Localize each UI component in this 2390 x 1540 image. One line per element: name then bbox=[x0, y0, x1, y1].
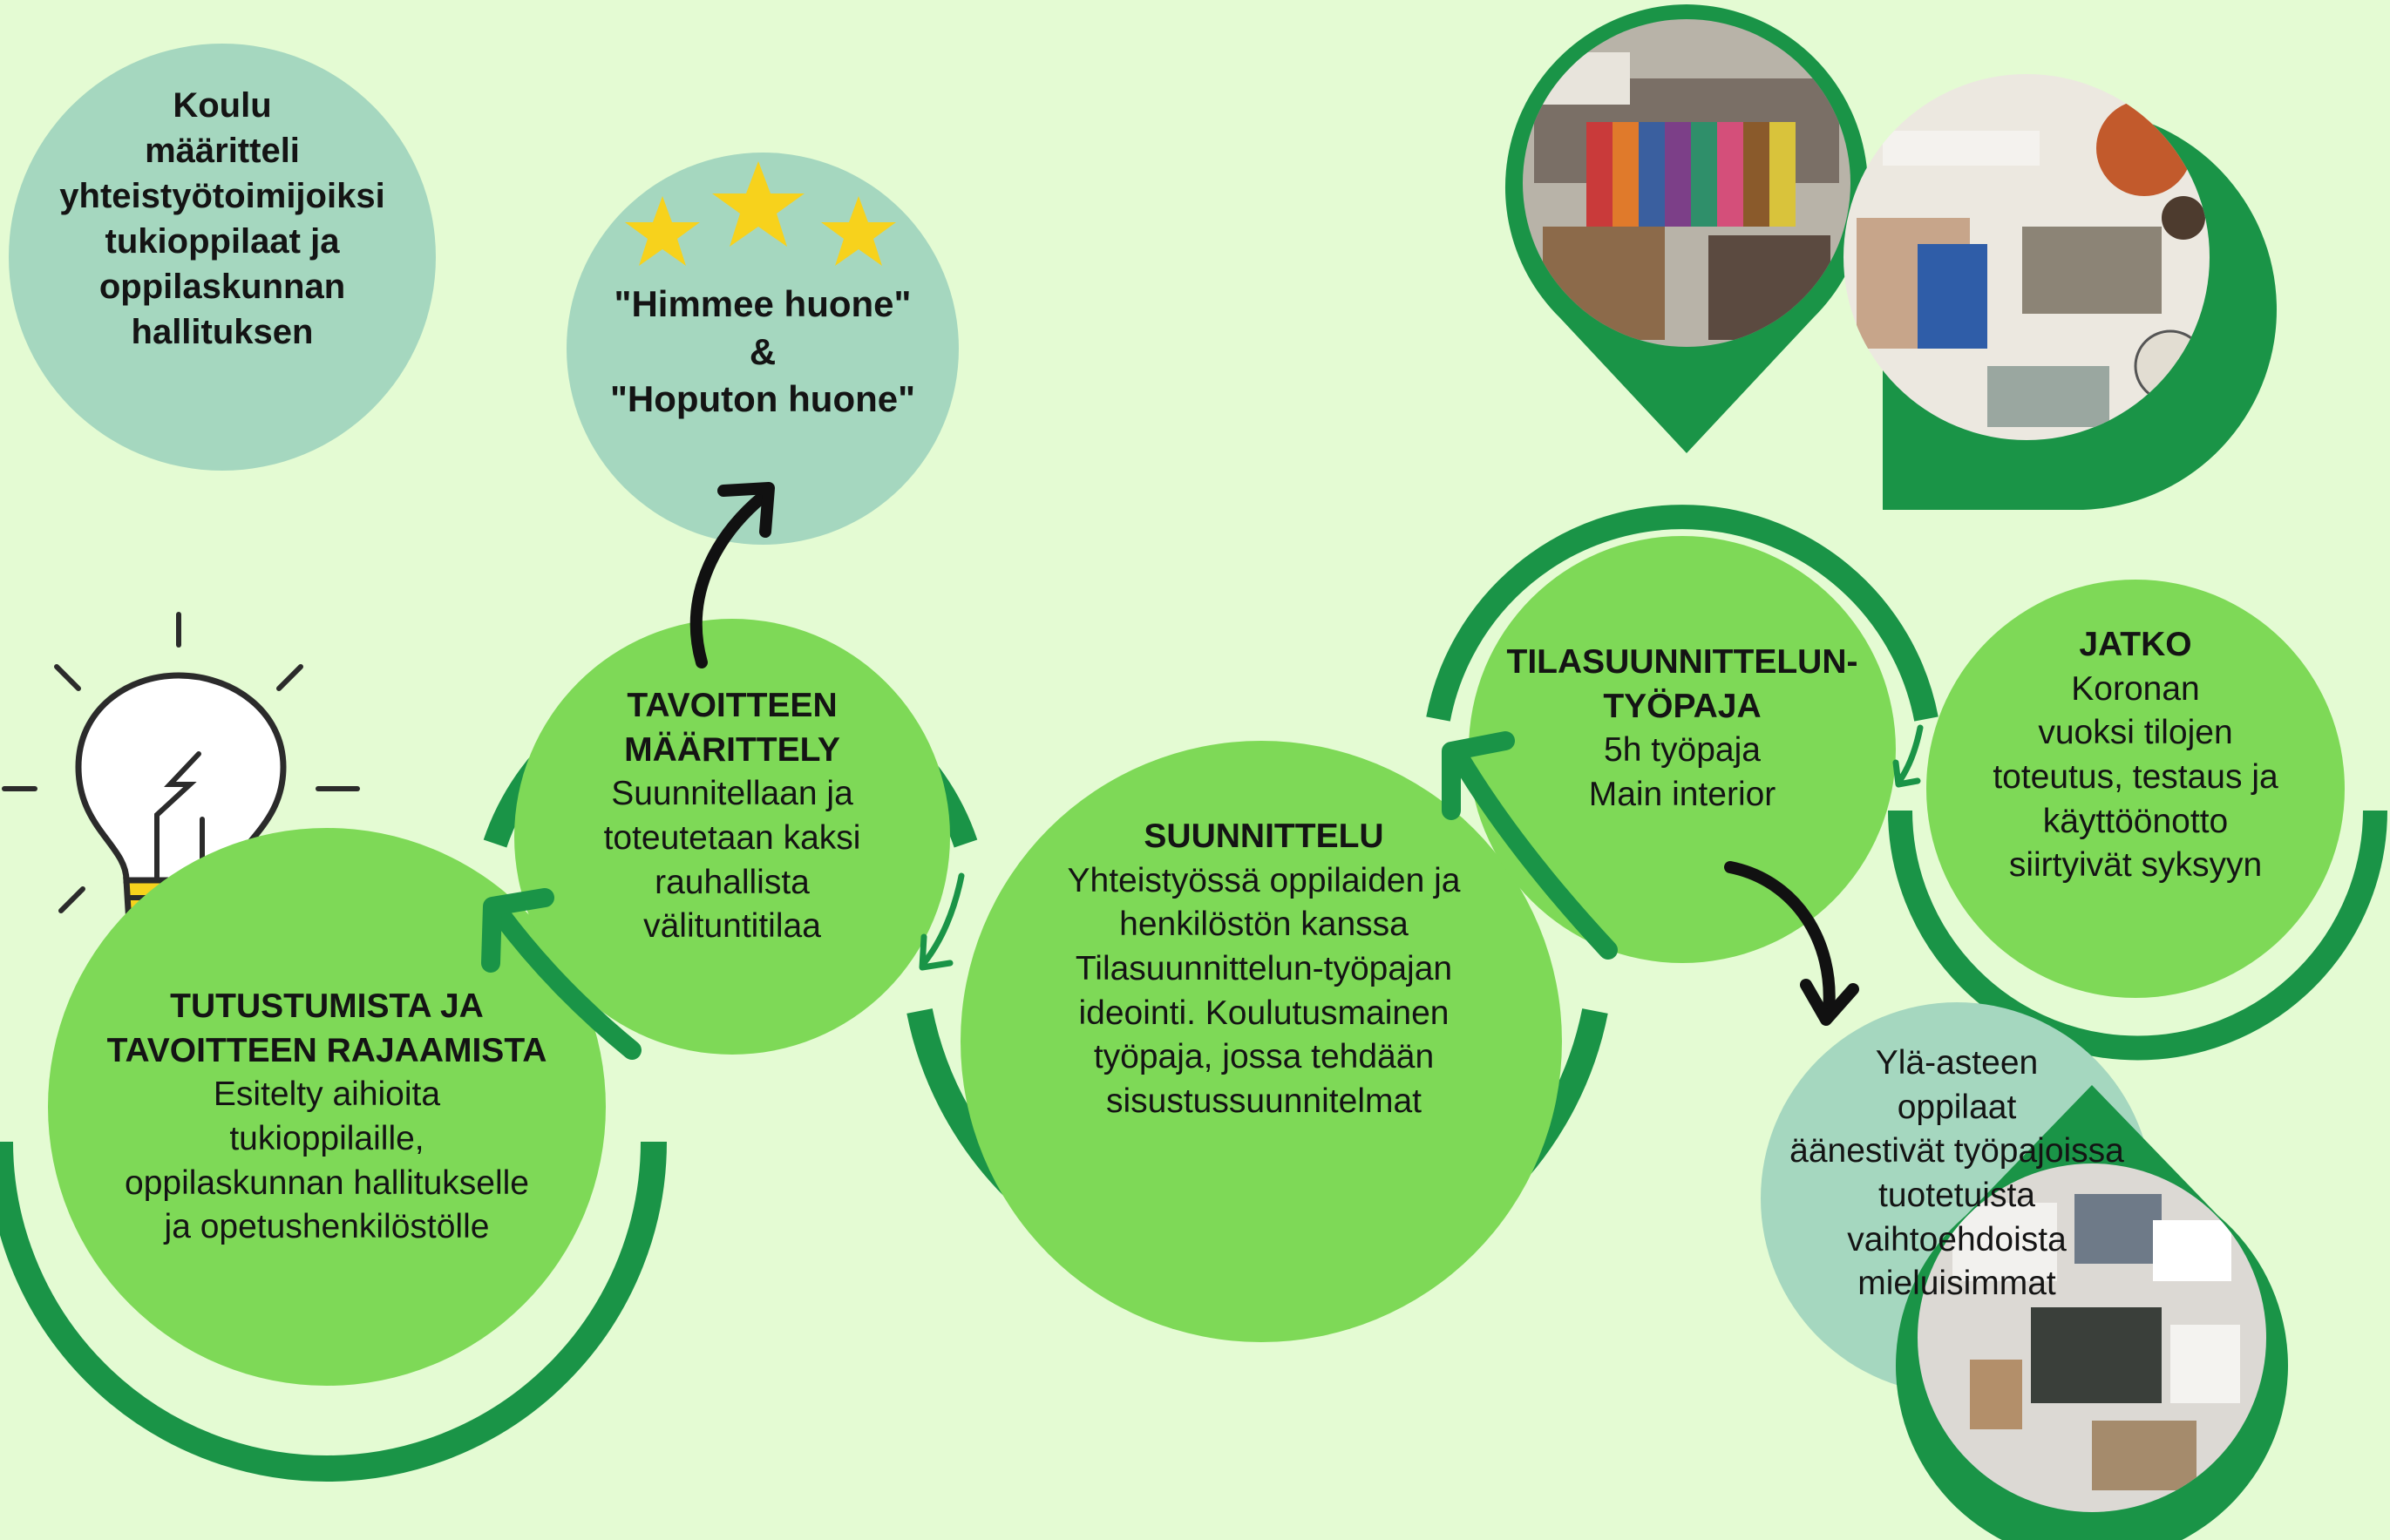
step-body: Yhteistyössä oppilaiden ja bbox=[1067, 861, 1461, 899]
school-note-line: määritteli bbox=[145, 132, 300, 170]
step-body: työpaja, jossa tehdään bbox=[1093, 1038, 1435, 1076]
photo-design-sketches bbox=[1896, 1085, 2288, 1540]
ring-arc-tyopaja bbox=[1426, 505, 1938, 722]
circle-koulu bbox=[9, 44, 436, 471]
flow-arrow-1 bbox=[492, 906, 642, 1060]
step-tutustuminen: TUTUSTUMISTA JA TAVOITTEEN RAJAAMISTA Es… bbox=[65, 985, 588, 1250]
circle-tavoite bbox=[514, 619, 950, 1055]
step-body: välituntitilaa bbox=[643, 907, 821, 946]
arrow-to-voting-head bbox=[1800, 979, 1859, 1026]
step-body: toteutetaan kaksi bbox=[603, 819, 861, 858]
flow-arrow-2 bbox=[920, 872, 965, 967]
step-title: MÄÄRITTELY bbox=[624, 730, 840, 769]
school-note-line: hallituksen bbox=[131, 313, 314, 351]
step-title: TUTUSTUMISTA JA bbox=[170, 987, 484, 1025]
rooms-note-line: & bbox=[749, 330, 777, 372]
step-title: JATKO bbox=[2079, 626, 2192, 663]
step-body: toteutus, testaus ja bbox=[1993, 758, 2278, 797]
circle-jatko bbox=[1926, 580, 2345, 998]
step-body: ideointi. Koulutusmainen bbox=[1078, 994, 1450, 1032]
flow-arrow-4-head bbox=[1892, 759, 1921, 788]
flow-arrow-3-head bbox=[1442, 731, 1515, 820]
circle-tyopaja bbox=[1469, 536, 1896, 963]
step-body: Tilasuunnittelun-työpajan bbox=[1075, 950, 1453, 988]
school-note: Koulu määritteli yhteistyötoimijoiksi tu… bbox=[17, 83, 427, 355]
voting-note: Ylä-asteen oppilaat äänestivät työpajois… bbox=[1778, 1041, 2135, 1306]
step-body: tukioppilaille, bbox=[229, 1120, 424, 1158]
voting-note-line: Ylä-asteen bbox=[1875, 1044, 2039, 1082]
step-body: Main interior bbox=[1588, 776, 1776, 814]
step-body: 5h työpaja bbox=[1604, 731, 1761, 770]
arrow-to-rooms bbox=[689, 491, 769, 668]
arrow-to-voting bbox=[1724, 861, 1836, 1017]
circle-suunnittelu bbox=[961, 741, 1562, 1342]
step-title: TYÖPAJA bbox=[1603, 687, 1762, 725]
school-note-line: yhteistyötoimijoiksi bbox=[59, 177, 385, 215]
rooms-note-line: "Hoputon huone" bbox=[609, 378, 916, 420]
rooms-note-line: "Himmee huone" bbox=[614, 283, 912, 324]
step-suunnittelu: SUUNNITTELU Yhteistyössä oppilaiden ja h… bbox=[1002, 815, 1525, 1124]
step-tyopaja: TILASUUNNITTELUN- TYÖPAJA 5h työpaja Mai… bbox=[1482, 641, 1883, 817]
photo-fabric-samples bbox=[1504, 4, 1869, 453]
step-body: sisustussuunnitelmat bbox=[1105, 1082, 1422, 1121]
step-title: SUUNNITTELU bbox=[1144, 817, 1384, 855]
step-body: käyttöönotto bbox=[2042, 802, 2229, 840]
star-icon bbox=[625, 161, 896, 266]
ring-arc-jatko bbox=[1888, 810, 2387, 1061]
arrow-to-rooms-head bbox=[717, 482, 775, 538]
step-tavoite: TAVOITTEEN MÄÄRITTELY Suunnitellaan ja t… bbox=[536, 684, 928, 949]
step-body: Suunnitellaan ja bbox=[611, 775, 853, 813]
voting-note-line: oppilaat bbox=[1897, 1088, 2017, 1126]
school-note-line: Koulu bbox=[173, 86, 272, 125]
voting-note-line: mieluisimmat bbox=[1857, 1265, 2056, 1303]
step-body: Koronan bbox=[2071, 669, 2200, 708]
school-note-line: tukioppilaat ja bbox=[105, 222, 340, 261]
photo-moodboard bbox=[1843, 74, 2277, 510]
voting-note-line: tuotetuista bbox=[1878, 1177, 2035, 1215]
school-note-line: oppilaskunnan bbox=[98, 268, 346, 306]
step-title: TAVOITTEEN bbox=[627, 687, 838, 724]
rooms-note: "Himmee huone" & "Hoputon huone" bbox=[575, 281, 950, 424]
flow-arrow-1-head bbox=[481, 888, 554, 973]
flow-arrow-2-head bbox=[919, 933, 954, 971]
flow-arrow-3 bbox=[1450, 749, 1618, 960]
step-body: rauhallista bbox=[655, 863, 810, 901]
step-body: henkilöstön kanssa bbox=[1119, 906, 1409, 944]
step-body: oppilaskunnan hallitukselle bbox=[125, 1163, 529, 1202]
step-body: ja opetushenkilöstölle bbox=[164, 1208, 490, 1246]
voting-note-line: vaihtoehdoista bbox=[1847, 1220, 2067, 1258]
step-body: Esitelty aihioita bbox=[213, 1075, 441, 1114]
step-title: TILASUUNNITTELUN- bbox=[1506, 643, 1858, 681]
step-body: vuoksi tilojen bbox=[2038, 714, 2233, 752]
circle-tutustuminen bbox=[48, 828, 606, 1386]
step-body: siirtyivät syksyyn bbox=[2008, 846, 2263, 885]
step-jatko: JATKO Koronan vuoksi tilojen toteutus, t… bbox=[1952, 623, 2319, 888]
voting-note-line: äänestivät työpajoissa bbox=[1789, 1132, 2124, 1170]
ring-arc-tutustuminen bbox=[0, 1141, 667, 1482]
flow-arrow-4 bbox=[1897, 724, 1924, 784]
step-title: TAVOITTEEN RAJAAMISTA bbox=[106, 1031, 547, 1069]
